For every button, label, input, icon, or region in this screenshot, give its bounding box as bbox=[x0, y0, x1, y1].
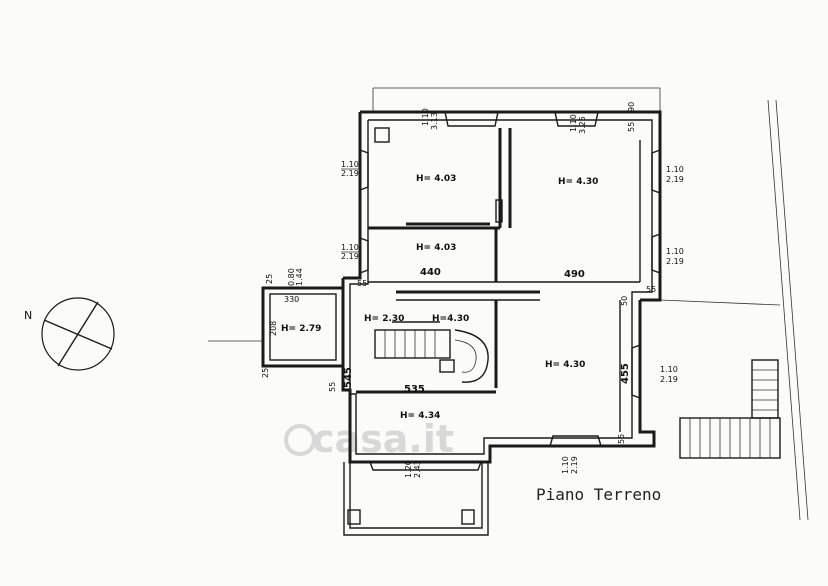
window-top-left: 1.10 3.13 bbox=[421, 108, 439, 130]
svg-text:3.25: 3.25 bbox=[578, 116, 587, 134]
svg-text:3.13: 3.13 bbox=[430, 112, 439, 130]
room-labels: H= 4.03 H= 4.30 H= 4.03 H= 2.30 H=4.30 H… bbox=[281, 174, 598, 421]
watermark-logo-icon bbox=[284, 424, 316, 456]
interior-walls bbox=[356, 127, 641, 432]
dim-annex-window-b: 1.44 bbox=[295, 268, 304, 286]
svg-text:2.19: 2.19 bbox=[570, 456, 579, 474]
staircase bbox=[374, 321, 489, 383]
room-middle-left-label: H= 4.03 bbox=[416, 243, 456, 253]
room-upper-right-label: H= 4.30 bbox=[558, 177, 598, 187]
dim-annex-top: 25 bbox=[265, 274, 274, 284]
dim-annex-window-a: 0.80 bbox=[287, 268, 296, 286]
svg-text:1.10: 1.10 bbox=[341, 243, 359, 252]
room-stair-left-label: H= 2.30 bbox=[364, 314, 404, 324]
svg-text:2.19: 2.19 bbox=[341, 169, 359, 178]
dim-455: 455 bbox=[620, 363, 631, 384]
svg-text:1.10: 1.10 bbox=[561, 456, 570, 474]
svg-text:2.19: 2.19 bbox=[666, 257, 684, 266]
window-right-upper: 1.10 2.19 bbox=[666, 165, 684, 184]
window-openings bbox=[359, 111, 661, 471]
room-upper-left-label: H= 4.03 bbox=[416, 174, 456, 184]
dim-annex-width: 330 bbox=[284, 295, 299, 304]
dim-wall-50: 50 bbox=[620, 296, 629, 306]
svg-text:2.19: 2.19 bbox=[666, 175, 684, 184]
plan-title: Piano Terreno bbox=[536, 485, 661, 504]
dim-545: 545 bbox=[343, 367, 354, 388]
dimension-labels: 440 490 535 545 455 330 208 25 25 55 55 … bbox=[261, 102, 656, 444]
dim-wall-55-e: 55 bbox=[627, 122, 636, 132]
north-arrow: N bbox=[24, 297, 115, 371]
dim-wall-55-a: 55 bbox=[357, 279, 367, 288]
room-lower-right-label: H= 4.30 bbox=[545, 360, 585, 370]
window-top-right: 1.10 3.25 bbox=[569, 114, 587, 134]
svg-text:2.19: 2.19 bbox=[660, 375, 678, 384]
svg-text:2.43: 2.43 bbox=[413, 460, 422, 478]
svg-text:1.10: 1.10 bbox=[421, 108, 430, 126]
dim-wall-55-d: 55 bbox=[617, 434, 626, 444]
room-side-annex-label: H= 2.79 bbox=[281, 324, 321, 334]
dim-wall-55-c: 55 bbox=[646, 285, 656, 294]
svg-text:1.10: 1.10 bbox=[341, 160, 359, 169]
window-bottom-center: 1.10 2.19 bbox=[561, 456, 579, 474]
window-bottom-entrance: 1.20 2.43 bbox=[404, 460, 422, 478]
dim-annex-height: 208 bbox=[269, 321, 278, 336]
north-label: N bbox=[24, 309, 32, 322]
dim-535: 535 bbox=[404, 384, 425, 395]
svg-text:2.19: 2.19 bbox=[341, 252, 359, 261]
outer-walls bbox=[261, 110, 662, 536]
dim-wall-90: 90 bbox=[627, 102, 636, 112]
window-labels: 1.10 3.13 1.10 3.25 1.10 2.19 1.10 2.19 … bbox=[341, 108, 684, 478]
svg-text:1.10: 1.10 bbox=[569, 114, 578, 132]
svg-text:1.20: 1.20 bbox=[404, 460, 413, 478]
window-right-middle: 1.10 2.19 bbox=[666, 247, 684, 266]
site-context bbox=[208, 87, 809, 521]
dim-annex-bottom: 25 bbox=[261, 368, 270, 378]
svg-text:1.10: 1.10 bbox=[666, 165, 684, 174]
room-stair-center-label: H=4.30 bbox=[432, 314, 469, 324]
window-left-middle: 1.10 2.19 bbox=[341, 243, 360, 261]
svg-text:1.10: 1.10 bbox=[666, 247, 684, 256]
dim-490: 490 bbox=[564, 269, 585, 280]
dim-440: 440 bbox=[420, 267, 441, 278]
room-lower-left-label: H= 4.34 bbox=[400, 411, 440, 421]
window-left-upper: 1.10 2.19 bbox=[341, 160, 360, 178]
dim-wall-55-b: 55 bbox=[328, 382, 337, 392]
svg-text:1.10: 1.10 bbox=[660, 365, 678, 374]
window-right-lower: 1.10 2.19 bbox=[660, 365, 678, 384]
